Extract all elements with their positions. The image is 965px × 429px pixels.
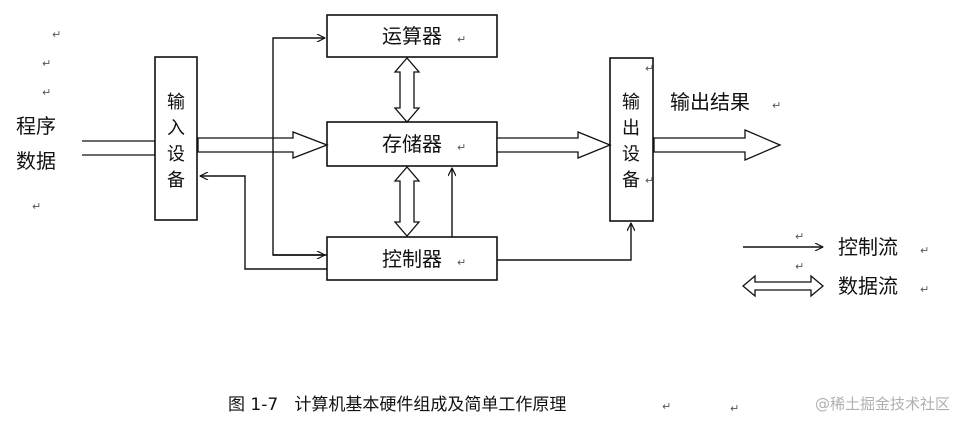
paragraph-mark: ↵	[32, 200, 41, 213]
paragraph-mark: ↵	[42, 86, 51, 99]
control-unit-box	[326, 236, 498, 281]
paragraph-mark: ↵	[645, 174, 654, 187]
input-device-label-4: 备	[167, 170, 185, 191]
output-device-label-3: 设	[622, 144, 640, 165]
input-device-label-1: 输	[167, 92, 185, 113]
watermark: @稀土掘金技术社区	[815, 395, 950, 413]
output-device-label-2: 出	[622, 118, 640, 139]
input-source-label-data: 数据	[16, 149, 56, 173]
input-source-label-program: 程序	[16, 114, 56, 138]
alu-label: 运算器	[382, 24, 442, 48]
input-device-label-2: 入	[167, 118, 185, 139]
legend-data-flow-icon	[741, 274, 825, 298]
paragraph-mark: ↵	[457, 33, 466, 46]
output-result-label: 输出结果	[670, 90, 750, 114]
memory-to-output-data-arrow	[496, 131, 612, 159]
control-to-output-device-line	[497, 223, 631, 261]
paragraph-mark: ↵	[42, 57, 51, 70]
input-device-box	[154, 56, 198, 221]
paragraph-mark: ↵	[772, 99, 781, 112]
paragraph-mark: ↵	[645, 62, 654, 75]
figure-caption: 图 1-7 计算机基本硬件组成及简单工作原理	[228, 395, 566, 415]
memory-control-data-arrow	[393, 166, 421, 237]
memory-label: 存储器	[382, 132, 442, 156]
output-device-label-1: 输	[622, 92, 640, 113]
memory-box	[326, 121, 498, 167]
legend-data-flow-label: 数据流	[838, 274, 898, 298]
paragraph-mark: ↵	[52, 28, 61, 41]
paragraph-mark: ↵	[457, 256, 466, 269]
paragraph-mark: ↵	[920, 283, 929, 296]
paragraph-mark: ↵	[795, 230, 804, 243]
paragraph-mark: ↵	[795, 260, 804, 273]
control-unit-label: 控制器	[382, 247, 442, 271]
legend-control-flow-label: 控制流	[838, 235, 898, 259]
paragraph-mark: ↵	[920, 244, 929, 257]
output-device-box	[609, 57, 654, 222]
control-to-input-device-line	[200, 176, 327, 270]
alu-box	[326, 14, 498, 58]
output-result-data-arrow	[653, 129, 782, 161]
paragraph-mark: ↵	[730, 402, 739, 415]
input-data-arrow	[82, 140, 156, 156]
alu-memory-data-arrow	[393, 57, 421, 123]
legend: ↵ 控制流 ↵ ↵ 数据流 ↵	[741, 230, 929, 298]
input-to-memory-data-arrow	[197, 131, 329, 159]
paragraph-mark: ↵	[457, 141, 466, 154]
paragraph-mark: ↵	[662, 400, 671, 413]
input-device-label-3: 设	[167, 144, 185, 165]
output-device-label-4: 备	[622, 170, 640, 191]
